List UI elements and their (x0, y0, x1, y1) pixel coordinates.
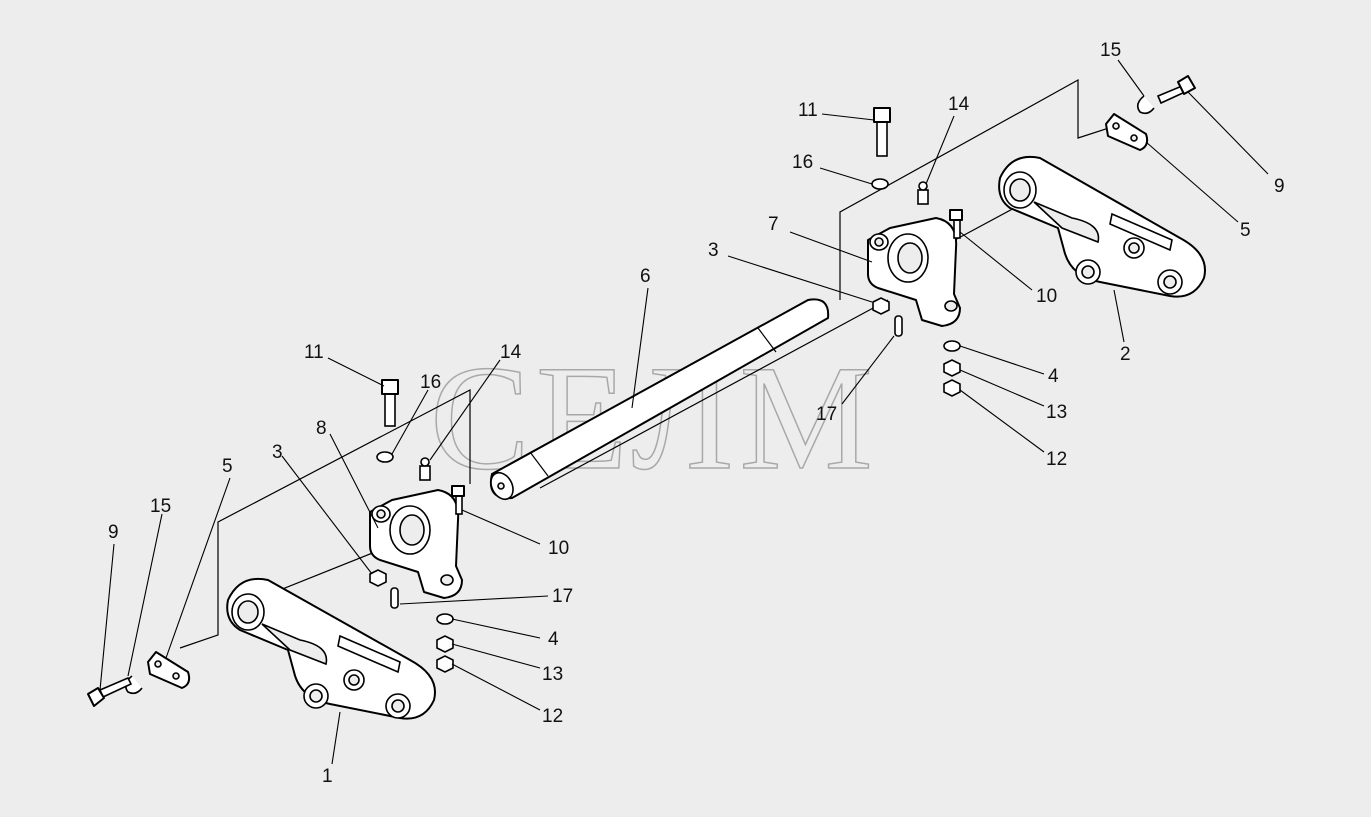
grease-fitting-right (917, 181, 929, 205)
label-1: 1 (322, 766, 333, 787)
label-5-left: 5 (222, 456, 233, 477)
part-labels: 1 2 3 3 4 4 5 5 6 7 8 9 9 10 10 11 11 12… (108, 40, 1285, 787)
bolt-11-left (381, 379, 399, 427)
pin-17-right (894, 315, 903, 337)
label-10-right: 10 (1036, 286, 1057, 307)
label-7: 7 (768, 214, 779, 235)
label-4-left: 4 (548, 629, 559, 650)
plate-left (147, 651, 191, 689)
nut-3-left (369, 569, 387, 587)
label-15-left: 15 (150, 496, 171, 517)
label-14-left: 14 (500, 342, 522, 363)
label-2: 2 (1120, 344, 1131, 365)
label-12-left: 12 (542, 706, 563, 727)
nut-13-right (943, 359, 961, 377)
bolt-11-right (873, 107, 891, 157)
label-14-right: 14 (948, 94, 970, 115)
lock-washer-right (1136, 95, 1155, 115)
label-11-right: 11 (798, 100, 818, 121)
label-8: 8 (316, 418, 327, 439)
label-13-left: 13 (542, 664, 563, 685)
label-3-right: 3 (708, 240, 719, 261)
nut-12-right (943, 379, 961, 397)
washer-4-right (943, 340, 961, 352)
nut-3-right (872, 297, 890, 315)
label-3-left: 3 (272, 442, 283, 463)
grease-fitting-left (419, 457, 431, 481)
label-15-right: 15 (1100, 40, 1121, 61)
lever-left (226, 578, 436, 720)
plate-right (1105, 113, 1149, 151)
washer-16-left (376, 451, 394, 463)
label-4-right: 4 (1048, 366, 1059, 387)
washer-16-right (871, 178, 889, 190)
bearing-housing-right (867, 217, 961, 327)
bolt-left (87, 676, 133, 707)
screw-10-left (451, 485, 465, 515)
label-16-left: 16 (420, 372, 441, 393)
pin-17-left (390, 587, 399, 609)
label-11-left: 11 (304, 342, 324, 363)
label-17-right: 17 (816, 404, 837, 425)
label-9-right: 9 (1274, 176, 1285, 197)
bearing-housing-left (369, 489, 463, 599)
label-5-right: 5 (1240, 220, 1251, 241)
label-9-left: 9 (108, 522, 119, 543)
shaft (490, 298, 830, 501)
lever-right (998, 156, 1206, 298)
screw-10-right (949, 209, 963, 239)
washer-4-left (436, 613, 454, 625)
label-13-right: 13 (1046, 402, 1067, 423)
leader-lines (99, 59, 1269, 765)
label-17-left: 17 (552, 586, 573, 607)
label-6: 6 (640, 266, 651, 287)
label-16-right: 16 (792, 152, 813, 173)
label-12-right: 12 (1046, 449, 1067, 470)
nut-12-left (436, 655, 454, 673)
bolt-right (1156, 75, 1196, 105)
nut-13-left (436, 635, 454, 653)
label-10-left: 10 (548, 538, 569, 559)
